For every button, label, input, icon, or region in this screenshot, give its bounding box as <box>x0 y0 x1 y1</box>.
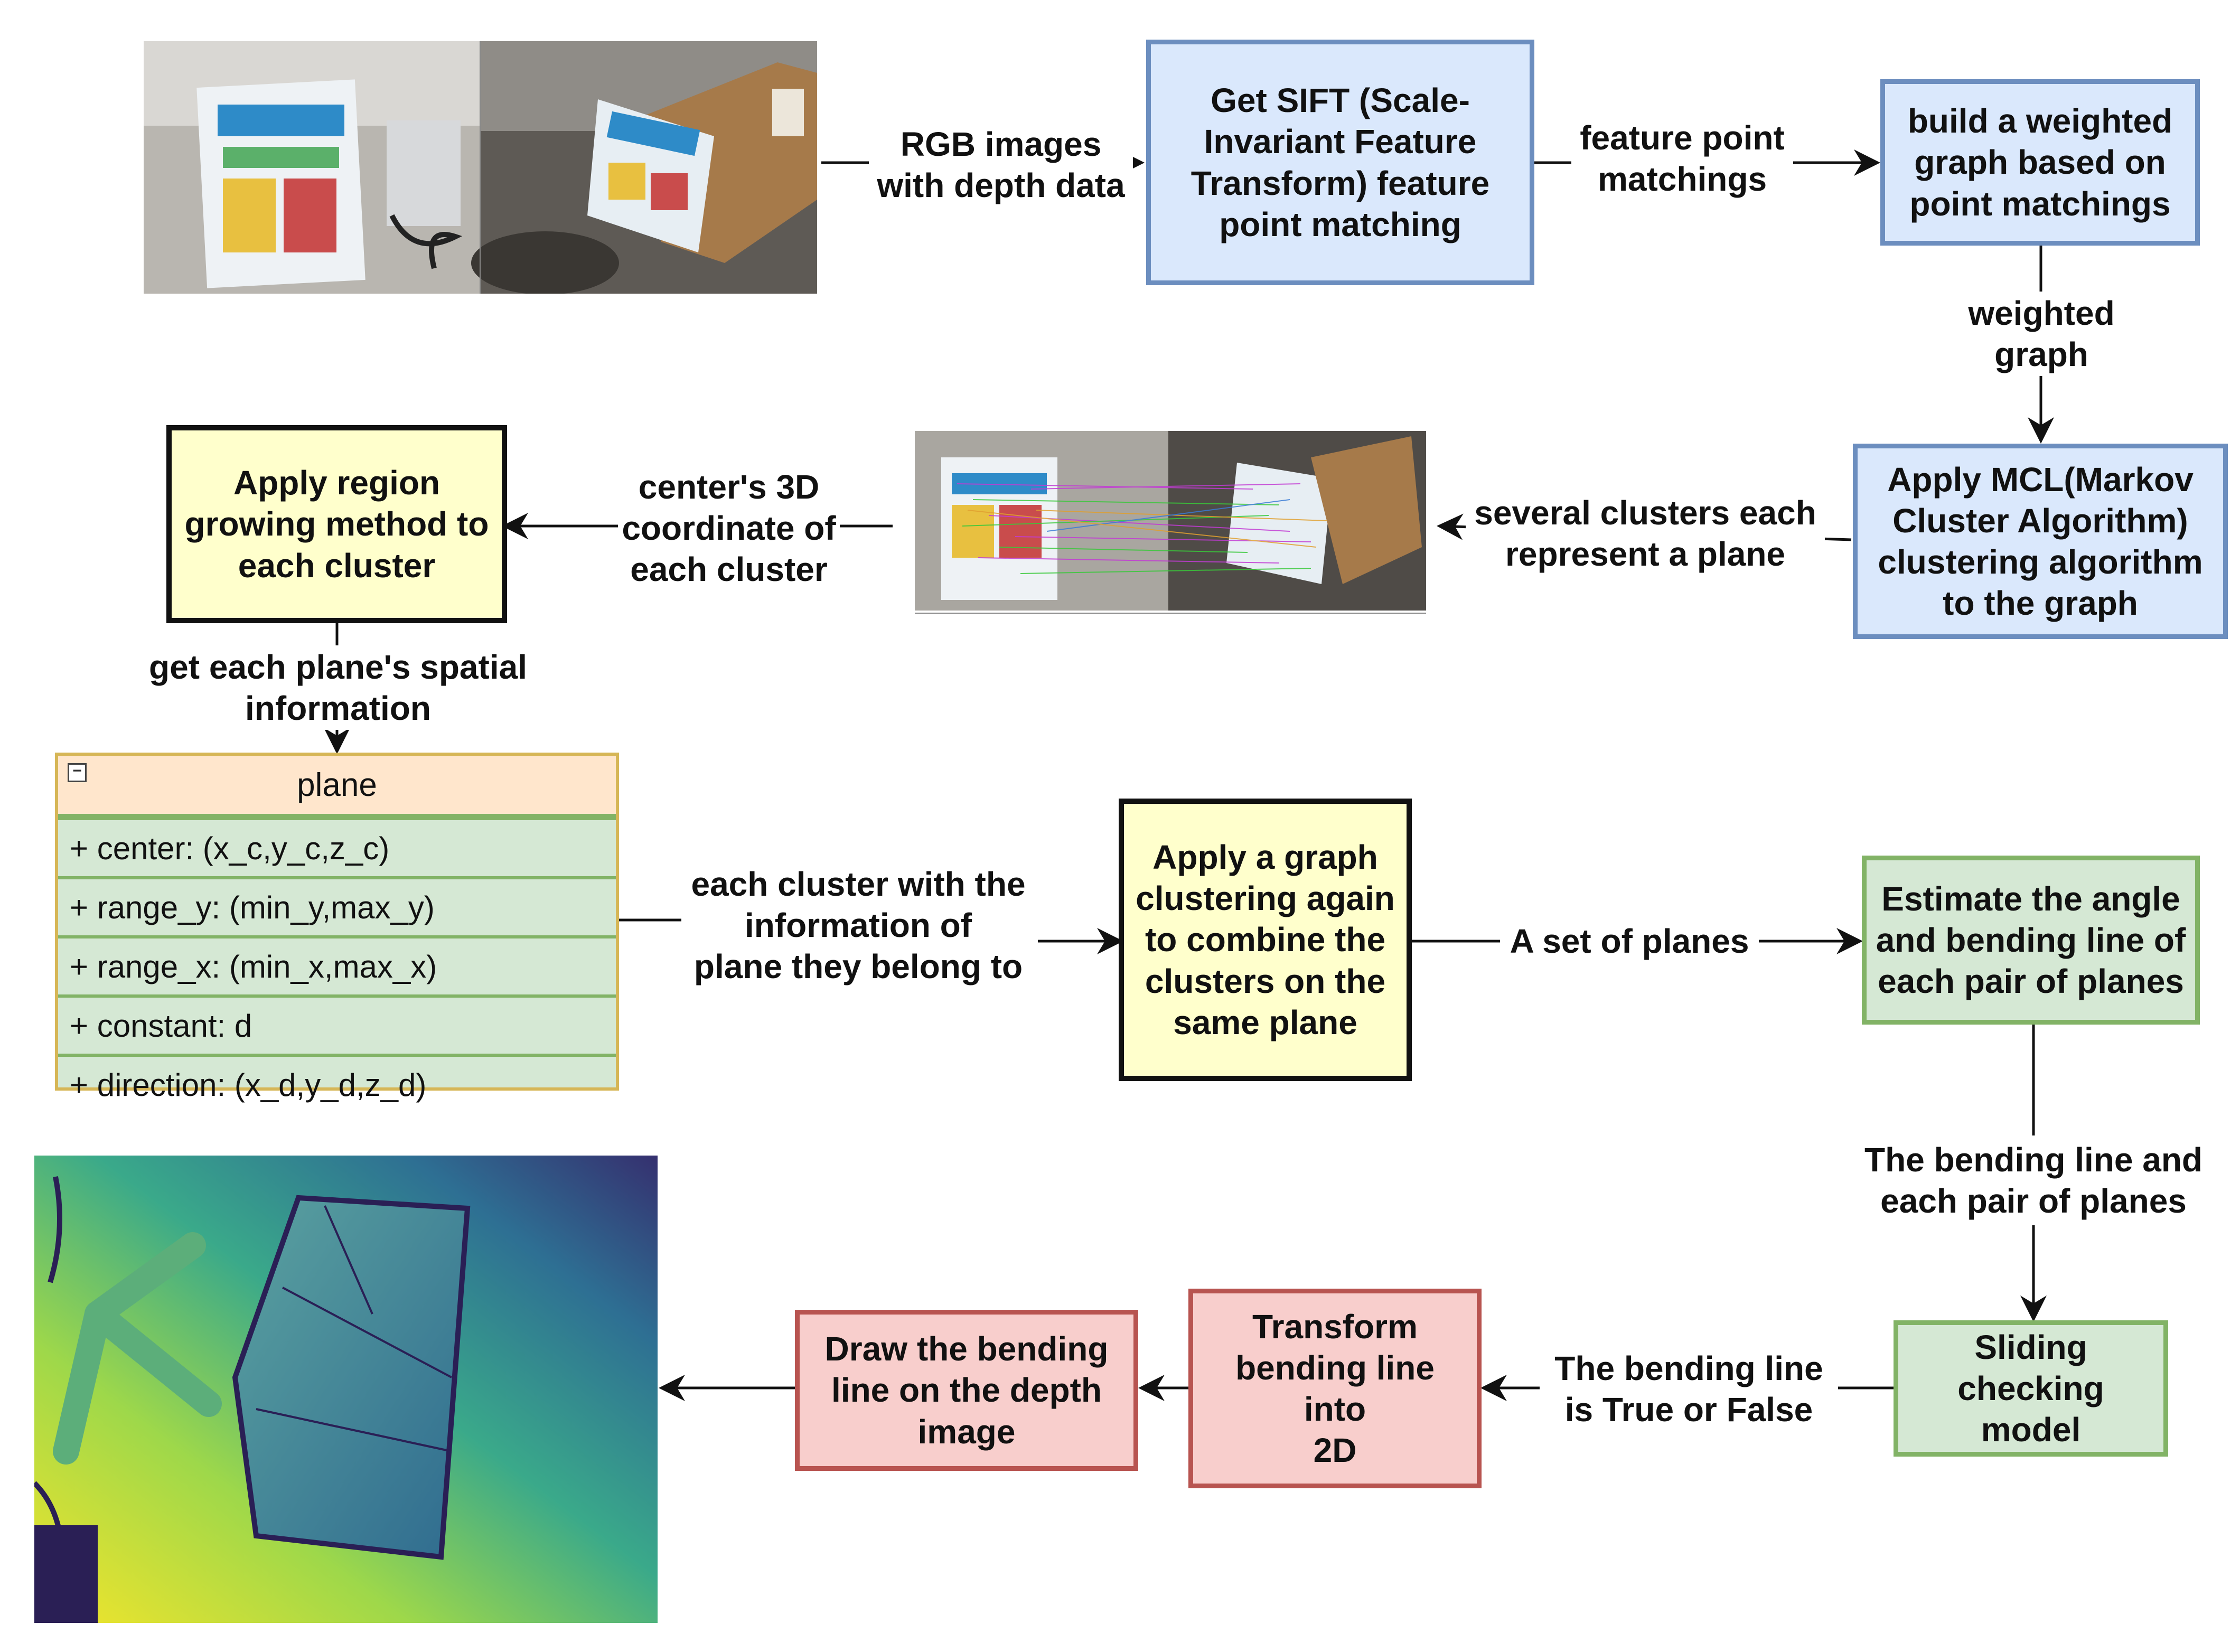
edge-label-cluster-info: each cluster with the information of pla… <box>681 862 1035 989</box>
plane-class-name: plane <box>297 766 377 803</box>
rgb-photo-pair <box>144 41 817 294</box>
region-growing-node: Apply region growing method to each clus… <box>166 425 507 623</box>
weighted-graph-node: build a weighted graph based on point ma… <box>1880 79 2200 246</box>
edge-label-set-of-planes: A set of planes <box>1500 919 1759 963</box>
edge-label-rgb: RGB images with depth data <box>869 123 1133 207</box>
feature-matches-image <box>910 426 1431 624</box>
transform-2d-node: Transform bending line into 2D <box>1188 1289 1482 1488</box>
edge-label-center-3d: center's 3D coordinate of each cluster <box>618 465 840 592</box>
edge-label-bending-pairs: The bending line and each pair of planes <box>1849 1135 2218 1225</box>
edge-label-spatial-info: get each plane's spatial information <box>135 645 541 730</box>
depth-image-illustration <box>34 1156 658 1623</box>
estimate-angle-node: Estimate the angle and bending line of e… <box>1862 856 2200 1025</box>
plane-field-range-y: + range_y: (min_y,max_y) <box>58 876 616 935</box>
plane-field-range-x: + range_x: (min_x,max_x) <box>58 935 616 994</box>
sift-matching-node: Get SIFT (Scale- Invariant Feature Trans… <box>1146 40 1534 285</box>
rgb-photo-illustration <box>144 41 817 294</box>
edge-label-weighted-graph: weighted graph <box>1954 292 2129 376</box>
collapse-toggle-icon[interactable]: − <box>68 763 87 782</box>
plane-field-center: + center: (x_c,y_c,z_c) <box>58 817 616 876</box>
graph-clustering-again-node: Apply a graph clustering again to combin… <box>1119 799 1412 1081</box>
sliding-checking-node: Sliding checking model <box>1894 1320 2168 1457</box>
draw-bending-line-node: Draw the bending line on the depth image <box>795 1310 1138 1471</box>
edge-label-several-clusters: several clusters each represent a plane <box>1466 491 1825 576</box>
plane-field-direction: + direction: (x_d,y_d,z_d) <box>58 1054 616 1113</box>
edge-label-feature-point: feature point matchings <box>1571 116 1793 201</box>
feature-matches-illustration <box>910 426 1431 624</box>
plane-class-header: − plane <box>58 756 616 817</box>
plane-class: − plane + center: (x_c,y_c,z_c) + range_… <box>55 753 619 1103</box>
mcl-clustering-node: Apply MCL(Markov Cluster Algorithm) clus… <box>1853 444 2228 639</box>
plane-field-constant: + constant: d <box>58 994 616 1054</box>
depth-image <box>34 1156 658 1623</box>
edge-label-true-false: The bending line is True or False <box>1540 1344 1838 1434</box>
